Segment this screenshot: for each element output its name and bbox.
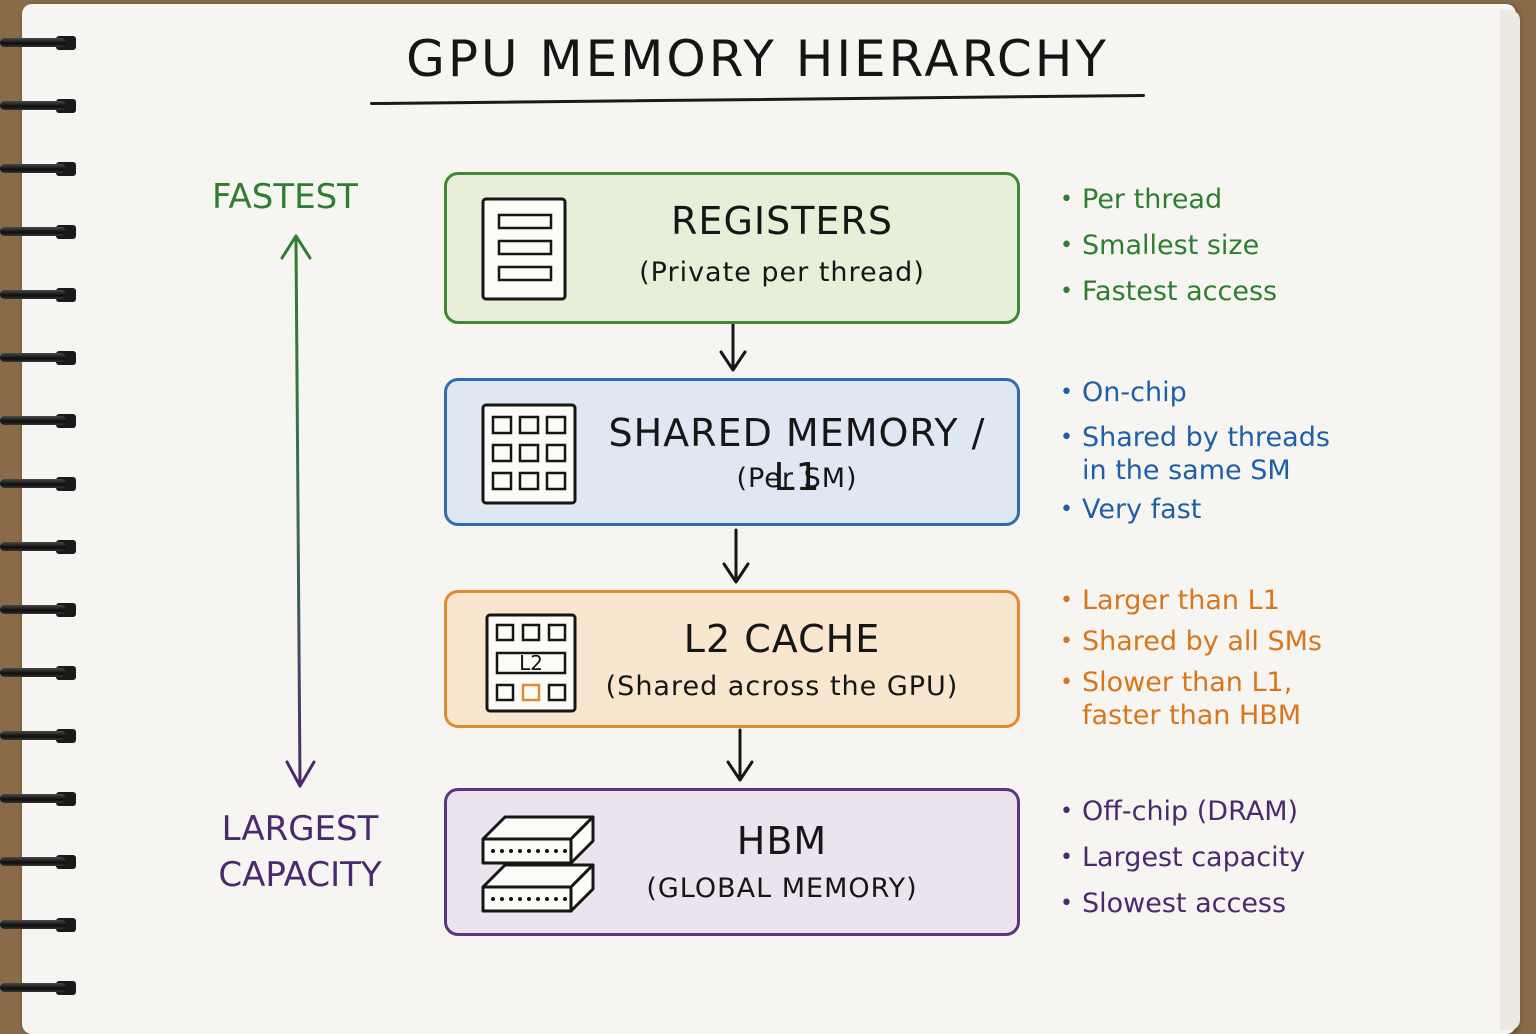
level-box-registers: REGISTERS (Private per thread)	[444, 172, 1020, 324]
note-item: •On-chip	[1060, 377, 1187, 408]
note-text: Largest capacity	[1082, 842, 1306, 873]
binding-ring	[0, 410, 78, 432]
level-sub-registers: (Private per thread)	[639, 257, 925, 288]
l2-cache-chip-icon: L2	[485, 613, 577, 713]
binding-ring	[0, 788, 78, 810]
binding-ring	[0, 221, 78, 243]
binding-ring	[0, 158, 78, 180]
l2-icon-label: L2	[519, 651, 543, 675]
flow-arrow-registers-to-shared	[719, 320, 747, 372]
note-item: •Shared by all SMs	[1060, 626, 1322, 657]
binding-ring	[0, 662, 78, 684]
note-text: Off-chip (DRAM)	[1082, 796, 1299, 827]
note-item: •Largest capacity	[1060, 842, 1306, 873]
note-text: Slowest access	[1082, 888, 1287, 919]
notes-registers: •Per thread •Smallest size •Fastest acce…	[1058, 183, 1277, 321]
note-text-continued: faster than HBM	[1082, 700, 1302, 731]
level-box-l2-cache: L2 L2 CACHE (Shared across the GPU)	[444, 590, 1020, 728]
note-item: •Per thread	[1060, 184, 1223, 215]
note-text: Shared by threads	[1082, 422, 1330, 453]
level-sub-shared-memory: (Per SM)	[736, 463, 858, 494]
stacked-dram-icon	[481, 815, 595, 913]
flow-arrow-shared-to-l2	[722, 528, 750, 584]
binding-ring	[0, 32, 78, 54]
note-item: •Larger than L1	[1060, 585, 1280, 616]
level-name-l2-cache: L2 CACHE	[683, 617, 881, 661]
binding-ring	[0, 347, 78, 369]
level-name-registers: REGISTERS	[671, 199, 893, 243]
note-item: •Very fast	[1060, 494, 1202, 525]
binding-ring	[0, 725, 78, 747]
axis-label-fastest: FASTEST	[212, 177, 358, 217]
note-text-continued: in the same SM	[1082, 455, 1291, 486]
flow-arrow-l2-to-hbm	[726, 728, 754, 782]
axis-label-largest-line1: LARGEST	[221, 809, 379, 849]
binding-ring	[0, 914, 78, 936]
axis-label-largest-capacity: LARGEST CAPACITY	[200, 806, 400, 898]
note-text: Larger than L1	[1082, 585, 1280, 616]
note-item: •Off-chip (DRAM)	[1060, 796, 1299, 827]
level-box-hbm: HBM (GLOBAL MEMORY)	[444, 788, 1020, 936]
diagram-title: GPU MEMORY HIERARCHY	[406, 30, 1109, 88]
binding-ring	[0, 851, 78, 873]
speed-capacity-axis-arrow	[280, 234, 316, 788]
note-text: On-chip	[1082, 377, 1187, 408]
note-item: •Slower than L1,faster than HBM	[1058, 666, 1322, 732]
register-file-icon	[481, 197, 567, 301]
note-text: Fastest access	[1082, 276, 1278, 307]
binding-ring	[0, 284, 78, 306]
level-name-shared-memory: SHARED MEMORY / L1	[608, 411, 986, 499]
memory-grid-icon	[481, 403, 577, 505]
binding-ring	[0, 536, 78, 558]
level-box-shared-memory: SHARED MEMORY / L1 (Per SM)	[444, 378, 1020, 526]
note-item: •Fastest access	[1060, 276, 1278, 307]
note-text: Per thread	[1082, 184, 1223, 215]
note-text: Shared by all SMs	[1082, 626, 1322, 657]
notebook-page-edge	[1500, 10, 1520, 1030]
binding-ring	[0, 977, 78, 999]
level-sub-l2-cache: (Shared across the GPU)	[605, 671, 959, 702]
notes-l2-cache: •Larger than L1 •Shared by all SMs •Slow…	[1058, 584, 1322, 740]
note-item: •Slowest access	[1060, 888, 1287, 919]
note-text: Very fast	[1082, 494, 1202, 525]
note-text: Smallest size	[1082, 230, 1260, 261]
note-text: Slower than L1,	[1082, 667, 1293, 698]
binding-ring	[0, 95, 78, 117]
level-sub-hbm: (GLOBAL MEMORY)	[646, 873, 918, 904]
note-item: •Smallest size	[1060, 230, 1260, 261]
notes-hbm: •Off-chip (DRAM) •Largest capacity •Slow…	[1058, 795, 1305, 933]
level-name-hbm: HBM	[736, 819, 828, 863]
binding-ring	[0, 599, 78, 621]
axis-label-largest-line2: CAPACITY	[218, 855, 382, 895]
binding-ring	[0, 473, 78, 495]
